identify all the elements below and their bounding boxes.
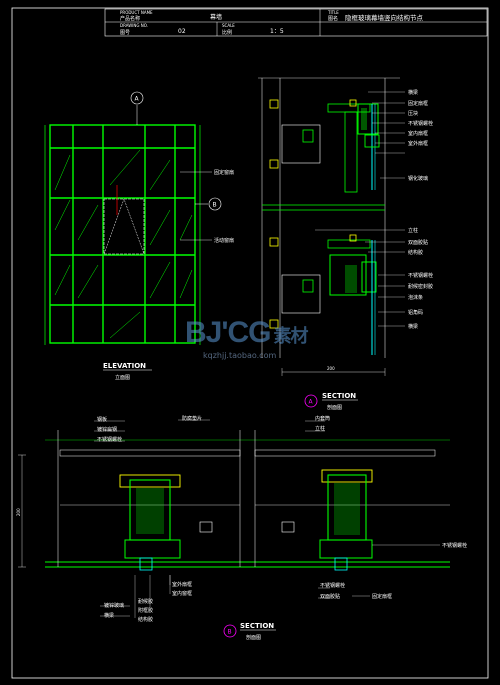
scale-en: SCALE — [222, 23, 235, 28]
section-b-label: 结构胶 — [138, 616, 153, 623]
section-b-label: 双面胶贴 — [320, 593, 340, 600]
section-b-marker: B — [228, 629, 232, 636]
section-a-title-cn: 剖面图 — [327, 404, 342, 411]
section-b-view: 200 钢板 镀锌扁钢 不锈钢螺栓 防腐垫片 镀锌玻璃 横梁 耐候胶 附框胶 结… — [16, 415, 467, 641]
section-b-label: 镀锌玻璃 — [104, 602, 124, 609]
section-a-label: 钢化玻璃 — [408, 175, 428, 182]
section-b-label: 室外扇框 — [172, 581, 192, 588]
section-b-label-top: 防腐垫片 — [182, 415, 202, 422]
section-b-label: 立柱 — [315, 425, 325, 432]
product-value: 幕墙 — [210, 13, 222, 21]
drawing-no-cn: 图号 — [120, 30, 130, 36]
section-a-label: 室外扇框 — [408, 140, 428, 147]
elevation-label-fixed: 固定窗扇 — [214, 169, 234, 176]
section-a-view: 横梁 固定扇框 压块 不锈钢螺栓 室内扇框 室外扇框 钢化玻璃 立柱 双面胶贴 … — [258, 77, 433, 411]
section-a-label: 室内扇框 — [408, 130, 428, 137]
section-a-label: 固定扇框 — [408, 100, 428, 107]
title-value: 隐框玻璃幕墙竖向结构节点 — [345, 13, 424, 22]
section-b-label: 不锈钢螺栓 — [442, 542, 467, 549]
elevation-title-en: ELEVATION — [103, 362, 146, 370]
section-a-label: 铝角码 — [408, 309, 423, 316]
section-a-label: 不锈钢螺栓 — [408, 272, 433, 279]
title-en: TITLE — [327, 10, 339, 15]
section-a-label: 横梁 — [408, 89, 418, 96]
section-b-label: 附框胶 — [138, 607, 153, 614]
section-a-title-en: SECTION — [322, 392, 356, 400]
elevation-marker-a: A — [135, 96, 140, 103]
title-block: PRODUCT NAME 产品名称 幕墙 TITLE 图名 隐框玻璃幕墙竖向结构… — [104, 8, 488, 37]
section-a-label: 双面胶贴 — [408, 239, 428, 246]
scale-cn: 比例 — [222, 29, 232, 36]
section-a-label: 结构胶 — [408, 249, 423, 256]
drawing-no-en: DRAWING NO. — [120, 23, 148, 28]
section-b-label: 不锈钢螺栓 — [97, 436, 122, 443]
section-b-label: 横梁 — [104, 612, 114, 619]
section-b-label: 耐候胶 — [138, 598, 153, 605]
scale-value: 1：5 — [270, 28, 284, 35]
section-a-dimension: 200 — [327, 366, 335, 371]
elevation-title-cn: 立面图 — [115, 374, 130, 381]
section-a-marker: A — [309, 399, 314, 406]
product-name-en: PRODUCT NAME — [120, 10, 153, 15]
section-a-label: 泡沫条 — [408, 294, 423, 301]
section-a-label: 立柱 — [408, 227, 418, 234]
product-name-cn: 产品名称 — [120, 15, 140, 22]
section-b-label: 固定扇框 — [372, 593, 392, 600]
section-b-label: 镀锌扁钢 — [97, 426, 117, 433]
section-a-label: 耐候密封胶 — [408, 283, 433, 290]
section-b-label: 内套筒 — [315, 415, 330, 422]
elevation-label-open: 活动窗扇 — [214, 237, 234, 244]
elevation-marker-b: B — [213, 202, 217, 209]
section-b-label: 室内窗框 — [172, 590, 192, 597]
section-b-title-cn: 剖面图 — [246, 634, 261, 641]
section-a-label: 压块 — [408, 110, 418, 117]
section-b-label: 钢板 — [97, 416, 107, 423]
section-a-label: 横梁 — [408, 323, 418, 330]
title-cn: 图名 — [328, 15, 338, 22]
drawing-no-value: 02 — [178, 28, 186, 35]
section-a-label: 不锈钢螺栓 — [408, 120, 433, 127]
section-b-label: 不锈钢螺栓 — [320, 582, 345, 589]
section-b-title-en: SECTION — [240, 622, 274, 630]
elevation-view: A B 固定窗扇 活动窗扇 ELEVATION 立面图 — [44, 91, 234, 381]
section-b-dimension: 200 — [16, 508, 21, 516]
sheet-border — [11, 7, 489, 679]
